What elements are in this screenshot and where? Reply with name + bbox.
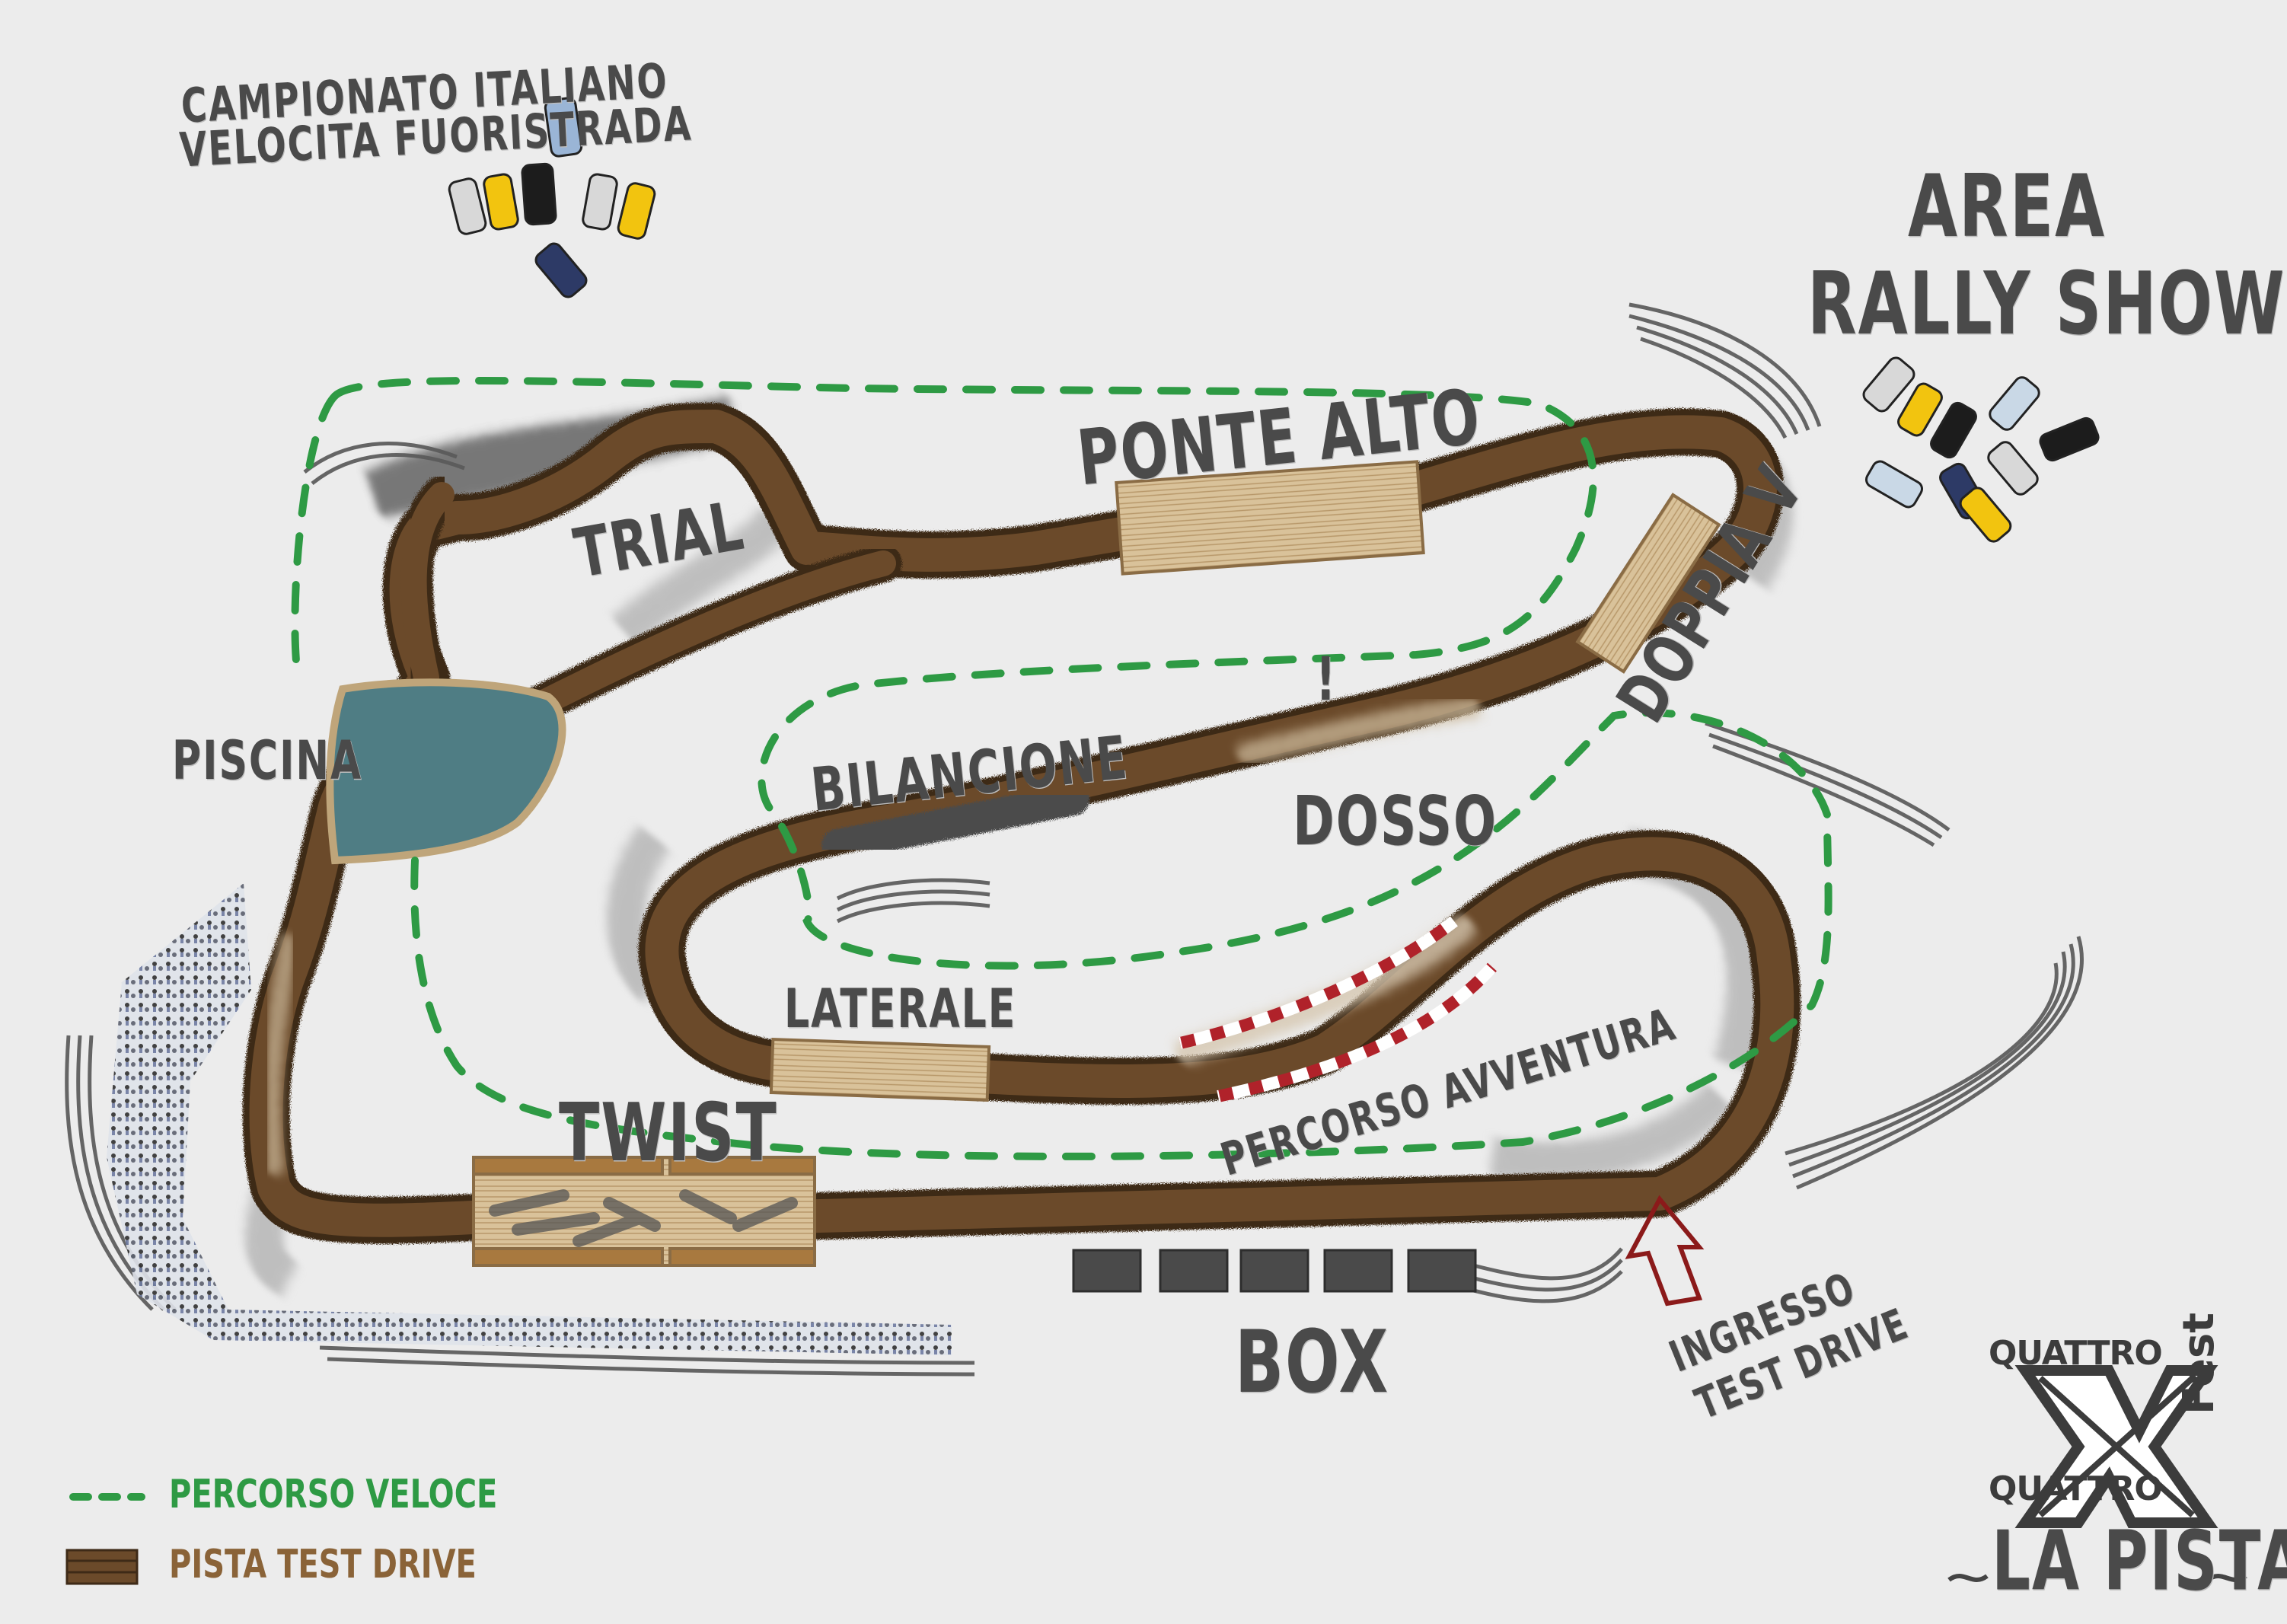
spectator-crowd — [107, 883, 952, 1355]
box-garage — [1323, 1249, 1393, 1293]
dosso-label: DOSSO — [1293, 781, 1498, 861]
adventure-route-barrier — [1179, 916, 1497, 1102]
laterale-ramp — [769, 1037, 991, 1102]
box-garage — [1159, 1249, 1229, 1293]
car-icon — [582, 173, 618, 231]
car-icon — [1987, 441, 2039, 496]
rally-show-label-line2: RALLY SHOW — [1807, 253, 2286, 355]
logo-fest: Fest — [2174, 1312, 2224, 1415]
page-title: LA PISTA — [1992, 1513, 2287, 1610]
logo-underline-marks — [1947, 1574, 2247, 1582]
car-icon — [617, 182, 656, 240]
car-icon — [1897, 382, 1943, 437]
car-icon — [1989, 376, 2040, 431]
warning-mark: ! — [1316, 644, 1338, 714]
car-icon — [448, 177, 487, 235]
car-icon — [521, 162, 557, 226]
car-icon — [2039, 416, 2100, 462]
championship-vehicles — [448, 97, 656, 298]
box-garage — [1407, 1249, 1477, 1293]
car-icon — [1930, 401, 1977, 459]
car-icon — [1864, 460, 1924, 509]
laterale-label: LATERALE — [784, 978, 1017, 1041]
car-icon — [544, 97, 583, 158]
entrance-arrow-icon — [1625, 1195, 1705, 1307]
piscina-label: PISCINA — [172, 730, 363, 793]
logo-quattro-bottom: QUATTRO — [1989, 1469, 2163, 1508]
rally-show-label-line1: AREA — [1908, 155, 2107, 257]
quattro-x-logo-mark — [2014, 1365, 2218, 1528]
box-garage — [1072, 1249, 1142, 1293]
fast-route — [291, 377, 1832, 1160]
bilancione-seesaw — [821, 783, 1089, 861]
car-icon — [534, 242, 588, 298]
tire-marks — [65, 302, 2084, 1377]
box-garages — [1072, 1249, 1477, 1293]
legend-track-label: PISTA TEST DRIVE — [169, 1542, 477, 1587]
box-label: BOX — [1235, 1311, 1390, 1413]
car-icon — [1862, 356, 1915, 413]
box-garage — [1239, 1249, 1309, 1293]
car-icon — [483, 173, 519, 231]
ponte-alto-ramp — [1115, 460, 1425, 576]
twist-label: TWIST — [559, 1087, 778, 1180]
wooden-obstacles — [472, 460, 1721, 1267]
rally-vehicles — [1862, 356, 2100, 543]
car-icon — [1959, 487, 2012, 543]
legend-track-swatch — [65, 1549, 139, 1585]
doppia-v-ramp — [1575, 493, 1721, 674]
logo-quattro-top: QUATTRO — [1989, 1334, 2163, 1373]
piscina-pool — [326, 678, 566, 865]
legend-fast-route-label: PERCORSO VELOCE — [169, 1472, 498, 1517]
